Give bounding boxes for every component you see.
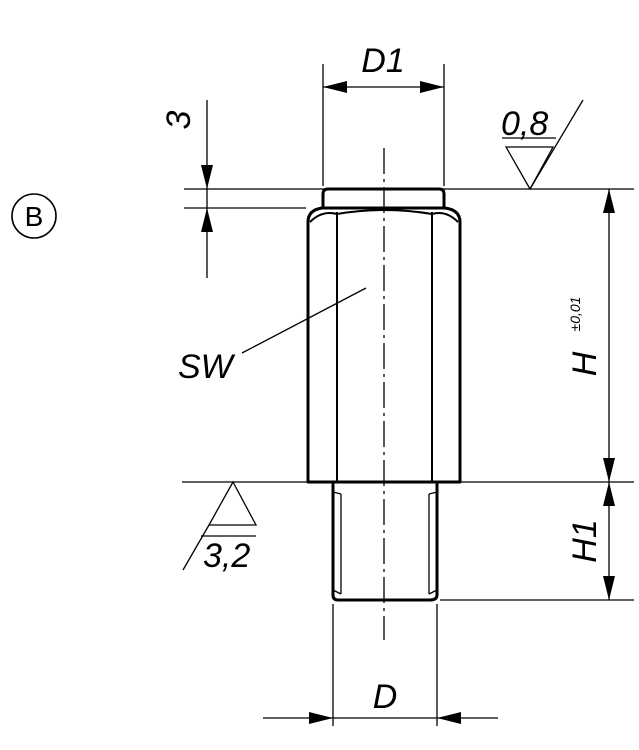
d1-label: D1	[361, 42, 404, 80]
surface-finish-base-value: 3,2	[203, 537, 250, 575]
surface-finish-top: 0,8	[501, 99, 584, 191]
collar-height-label: 3	[160, 110, 198, 129]
part-outline	[306, 187, 462, 602]
h1-dimension: H1	[566, 482, 615, 600]
d1-dimension: D1	[323, 42, 444, 93]
sw-leader: SW	[178, 287, 367, 386]
d-dimension: D	[263, 678, 498, 724]
h-label: H	[566, 351, 604, 376]
d-label: D	[373, 678, 398, 716]
surface-finish-base: 3,2	[182, 480, 258, 575]
sw-label: SW	[178, 348, 236, 386]
h1-label: H1	[566, 519, 604, 562]
collar-height-dimension: 3	[160, 100, 213, 278]
surface-finish-top-value: 0,8	[501, 105, 548, 143]
h-tolerance-label: ±0,01	[567, 297, 583, 332]
extension-lines	[182, 64, 634, 726]
view-marker: B	[11, 193, 57, 239]
view-marker-letter: B	[25, 201, 44, 232]
h-dimension: H ±0,01	[566, 189, 615, 482]
